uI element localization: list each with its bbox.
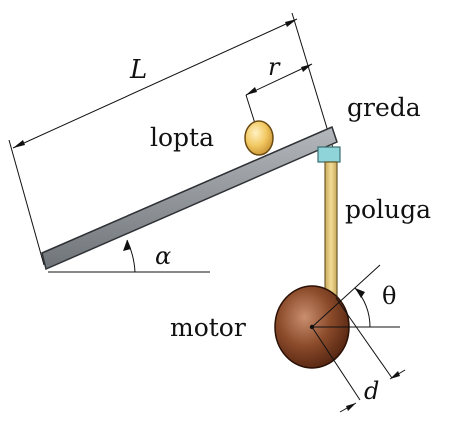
label-motor: motor	[170, 313, 246, 342]
label-r: r	[268, 53, 281, 81]
dimension-L: L	[8, 12, 334, 266]
alpha-arc-arrow	[123, 240, 131, 251]
rod	[324, 161, 338, 303]
label-greda: greda	[347, 93, 421, 122]
beam-top-edge	[41, 126, 333, 254]
crank-line	[311, 264, 381, 328]
dimension-r-line	[245, 63, 313, 96]
extension-line-right	[291, 12, 334, 149]
dimension-r-arrow-right	[301, 64, 312, 72]
dimension-d: d	[311, 297, 406, 413]
ball	[244, 120, 274, 156]
d-arrow-a	[346, 403, 356, 411]
label-L: L	[129, 55, 147, 85]
label-d: d	[364, 377, 379, 405]
label-lopta: lopta	[150, 123, 214, 152]
dimension-L-arrow-left	[13, 140, 25, 148]
d-extension	[335, 297, 393, 379]
dimension-L-line	[12, 18, 298, 149]
pivot-block	[317, 146, 341, 163]
theta-arc-arrow	[355, 288, 365, 298]
angle-alpha: α	[48, 239, 210, 273]
label-theta: θ	[382, 282, 396, 310]
d-arrow-b	[390, 371, 400, 379]
label-poluga: poluga	[345, 195, 431, 224]
d-radius-line	[311, 326, 361, 401]
dimension-r-arrow-left	[246, 87, 257, 95]
dimension-r: r	[245, 53, 313, 134]
label-alpha: α	[155, 242, 171, 270]
extension-line-left	[8, 139, 45, 266]
